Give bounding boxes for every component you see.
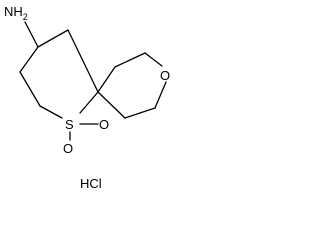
bond-s-spiro	[79, 91, 99, 114]
bond-c2-o	[144, 52, 163, 67]
atom-labels: NH2 S O O O	[4, 4, 170, 156]
bond-c5-c6	[19, 71, 41, 107]
bond-c1-c2	[114, 52, 146, 68]
bond-c4-spiro	[97, 91, 126, 119]
bond-c6-s	[39, 105, 63, 119]
bond-spiro-c1	[97, 66, 116, 93]
bond-c3-spiro	[67, 29, 99, 93]
bonds	[19, 21, 167, 141]
oxygen-sulfonyl-bottom-label: O	[63, 141, 73, 156]
sulfur-label: S	[65, 117, 74, 132]
bond-c4-n	[24, 21, 39, 48]
molecule-diagram: NH2 S O O O HCl	[4, 4, 170, 191]
bond-o-c3	[154, 81, 167, 109]
bond-c4-c5	[19, 46, 39, 73]
bond-c3-c4	[124, 107, 156, 119]
amine-label: NH2	[4, 4, 28, 22]
structure-canvas: NH2 S O O O HCl	[0, 0, 192, 196]
bond-c4-c3	[37, 29, 69, 48]
salt-label: HCl	[80, 176, 102, 191]
oxygen-ring-label: O	[160, 68, 170, 83]
oxygen-sulfonyl-right-label: O	[99, 117, 109, 132]
